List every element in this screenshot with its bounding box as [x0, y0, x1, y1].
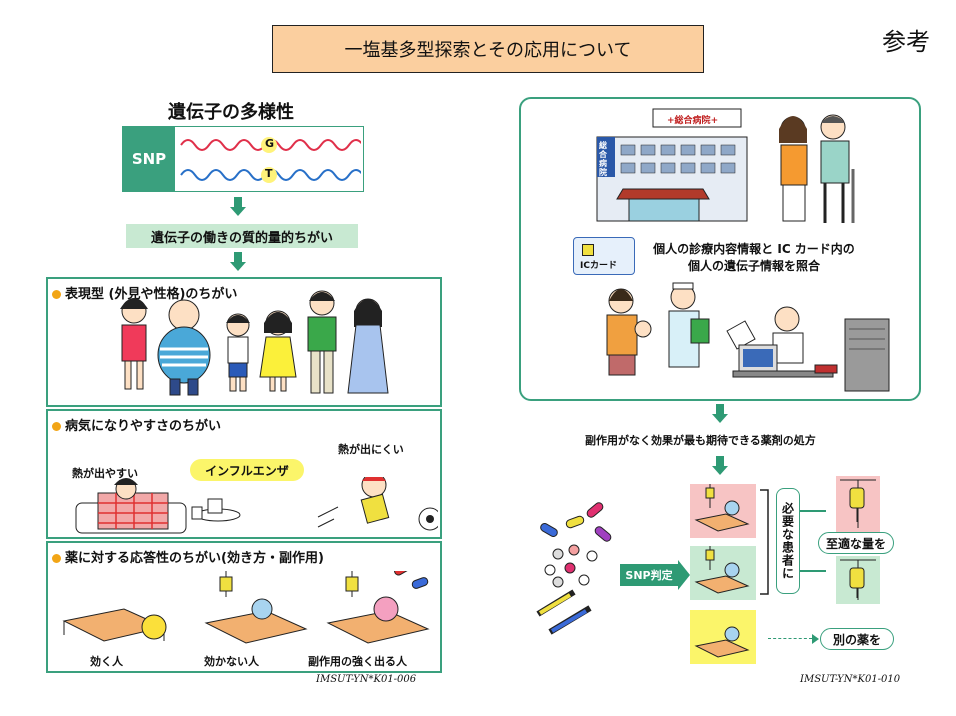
- drug-response-label: 薬に対する応答性のちがい(効き方・副作用): [52, 547, 324, 566]
- iv-box-green: [836, 556, 880, 604]
- hospital-vertical-sign: 総合病院: [599, 141, 607, 177]
- people-illustration: [120, 290, 389, 396]
- iv-box-pink: [836, 476, 880, 532]
- needy-patient-label: 必要な患者に: [776, 488, 800, 594]
- medicine-illustration: [536, 502, 612, 635]
- arrow-down-1: [234, 197, 242, 207]
- arrow-down-3: [716, 404, 724, 414]
- patient-box-pink: [690, 484, 756, 538]
- bullet-icon: [52, 290, 61, 299]
- arrow-right-2: [800, 570, 826, 572]
- fever-easy-label: 熱が出やすい: [72, 467, 138, 480]
- phenotype-label: 表現型 (外見や性格)のちがい: [52, 283, 237, 302]
- bed-illustration: [62, 571, 430, 644]
- phenotype-panel: 表現型 (外見や性格)のちがい: [46, 277, 442, 407]
- snp-judge-arrow: SNP判定: [620, 564, 678, 586]
- base-t: T: [265, 167, 273, 180]
- hospital-panel: +総合病院+ 総合病院 ICカード 個人の診療内容情報と IC カード内の 個人…: [519, 97, 921, 401]
- drug-response-panel: 薬に対する応答性のちがい(効き方・副作用) 効く人 効かない人 副作用の強く出る…: [46, 541, 442, 673]
- other-drug-label: 別の薬を: [820, 628, 894, 650]
- patient-box-yellow: [690, 610, 756, 664]
- snp-label: SNP: [123, 127, 175, 191]
- effective-label: 効く人: [90, 655, 123, 668]
- influenza-badge: インフルエンザ: [190, 459, 304, 481]
- not-effective-label: 効かない人: [204, 655, 259, 668]
- disease-illustration: [75, 477, 438, 534]
- ic-card-label: ICカード: [580, 261, 617, 271]
- prescription-label: 副作用がなく効果が最も期待できる薬剤の処方: [585, 434, 816, 447]
- page-title-box: 一塩基多型探索とその応用について: [272, 25, 704, 73]
- bullet-icon: [52, 554, 61, 563]
- diversity-title: 遺伝子の多様性: [168, 102, 294, 123]
- patient-box-green: [690, 546, 756, 600]
- red-cross-icon: +: [710, 116, 719, 126]
- bracket: [760, 489, 769, 595]
- match-text: 個人の診療内容情報と IC カード内の 個人の遺伝子情報を照合: [643, 241, 865, 275]
- hospital-sign: +総合病院+: [667, 116, 719, 126]
- bullet-icon: [52, 422, 61, 431]
- fever-hard-label: 熱が出にくい: [338, 443, 404, 456]
- hospital-building-illustration: [596, 108, 748, 222]
- disease-panel: 病気になりやすさのちがい 熱が出やすい 熱が出にくい インフルエンザ: [46, 409, 442, 539]
- ic-card: ICカード: [573, 237, 635, 275]
- function-label: 遺伝子の働きの質的量的ちがい: [126, 224, 358, 248]
- match-line-2: 個人の遺伝子情報を照合: [687, 259, 820, 273]
- disease-label: 病気になりやすさのちがい: [52, 415, 221, 434]
- patients-illustration: [779, 114, 855, 223]
- page-title: 一塩基多型探索とその応用について: [344, 40, 632, 61]
- arrow-down-2: [234, 252, 242, 262]
- chip-icon: [582, 244, 594, 256]
- consultation-illustration: [606, 282, 890, 392]
- dna-waves: [180, 137, 361, 183]
- red-cross-icon: +: [667, 116, 675, 126]
- snp-box: SNP G T: [122, 126, 364, 192]
- proper-amount-label: 至適な量を: [818, 532, 894, 554]
- arrow-down-4: [716, 456, 724, 466]
- side-effect-label: 副作用の強く出る人: [308, 655, 407, 668]
- dashed-arrow: [768, 638, 812, 639]
- right-code: IMSUT-YN*K01-010: [800, 674, 901, 685]
- arrow-right-1: [800, 510, 826, 512]
- base-g: G: [265, 137, 275, 150]
- left-code: IMSUT-YN*K01-006: [316, 674, 417, 685]
- match-line-1: 個人の診療内容情報と IC カード内の: [653, 242, 855, 256]
- reference-label: 参考: [882, 28, 930, 56]
